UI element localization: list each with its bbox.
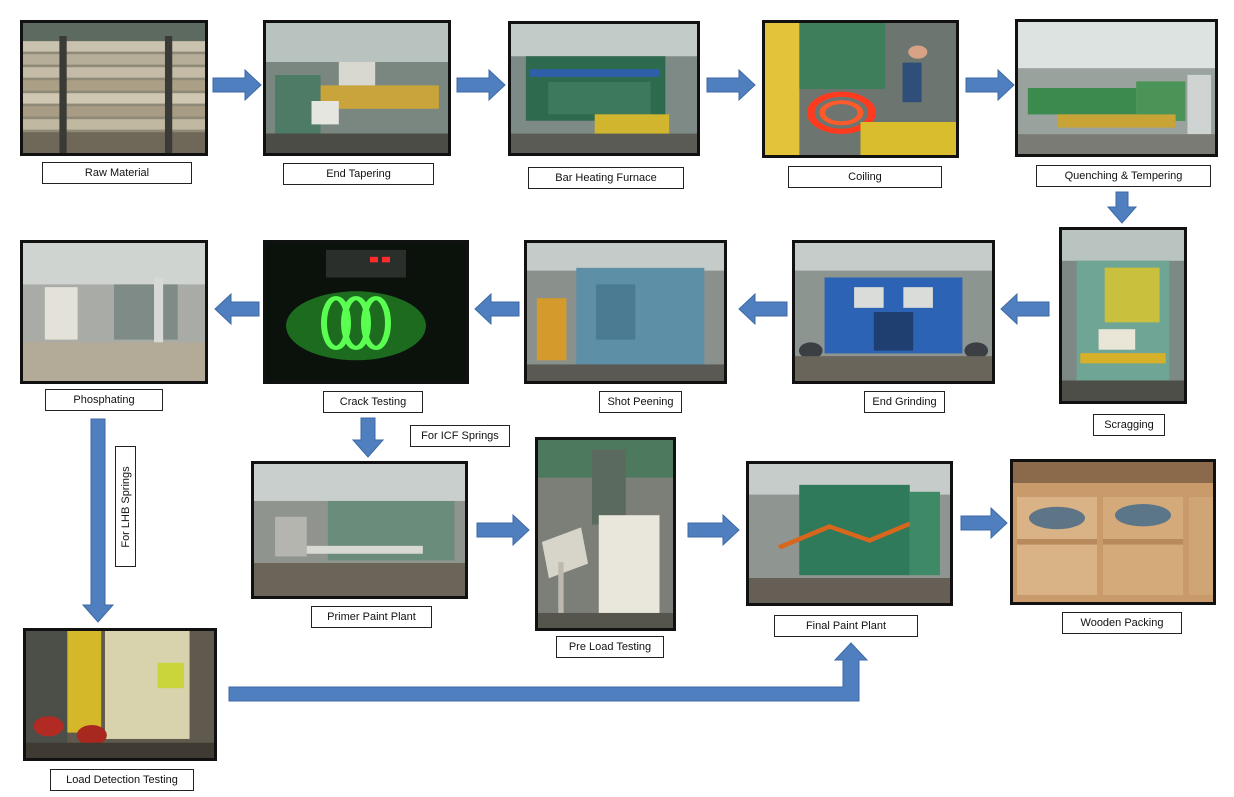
arrow-down-scragging [1106, 191, 1138, 224]
arrow-left-1 [1000, 292, 1050, 326]
label-for-lhb-springs: For LHB Springs [115, 446, 136, 567]
label-crack-testing: Crack Testing [323, 391, 423, 413]
arrow-right-4 [965, 68, 1015, 102]
arrow-right-7 [960, 506, 1008, 540]
photo-crack-testing [263, 240, 469, 384]
arrow-left-2 [738, 292, 788, 326]
photo-scragging [1059, 227, 1187, 404]
photo-wooden-packing [1010, 459, 1216, 605]
label-load-detection-testing: Load Detection Testing [50, 769, 194, 791]
label-coiling: Coiling [788, 166, 942, 188]
photo-primer-paint-plant [251, 461, 468, 599]
arrow-right-2 [456, 68, 506, 102]
label-bar-heating-furnace: Bar Heating Furnace [528, 167, 684, 189]
photo-shot-peening [524, 240, 727, 384]
label-wooden-packing: Wooden Packing [1062, 612, 1182, 634]
label-end-tapering: End Tapering [283, 163, 434, 185]
label-quenching-tempering: Quenching & Tempering [1036, 165, 1211, 187]
arrow-right-1 [212, 68, 262, 102]
arrow-load-to-final-paint [228, 642, 869, 702]
arrow-right-6 [687, 513, 740, 547]
arrow-down-lhb [81, 418, 115, 623]
label-scragging: Scragging [1093, 414, 1165, 436]
photo-bar-heating-furnace [508, 21, 700, 156]
photo-end-tapering [263, 20, 451, 156]
photo-load-detection-testing [23, 628, 217, 761]
photo-phosphating [20, 240, 208, 384]
photo-pre-load-testing [535, 437, 676, 631]
photo-final-paint-plant [746, 461, 953, 606]
label-pre-load-testing: Pre Load Testing [556, 636, 664, 658]
arrow-right-3 [706, 68, 756, 102]
label-raw-material: Raw Material [42, 162, 192, 184]
photo-coiling [762, 20, 959, 158]
label-shot-peening: Shot Peening [599, 391, 682, 413]
arrow-down-icf [351, 417, 385, 458]
label-phosphating: Phosphating [45, 389, 163, 411]
arrow-right-5 [476, 513, 530, 547]
label-primer-paint-plant: Primer Paint Plant [311, 606, 432, 628]
photo-quenching-tempering [1015, 19, 1218, 157]
photo-raw-material [20, 20, 208, 156]
label-end-grinding: End Grinding [864, 391, 945, 413]
arrow-left-3 [474, 292, 520, 326]
label-final-paint-plant: Final Paint Plant [774, 615, 918, 637]
photo-end-grinding [792, 240, 995, 384]
arrow-left-4 [214, 292, 260, 326]
label-for-icf-springs: For ICF Springs [410, 425, 510, 447]
